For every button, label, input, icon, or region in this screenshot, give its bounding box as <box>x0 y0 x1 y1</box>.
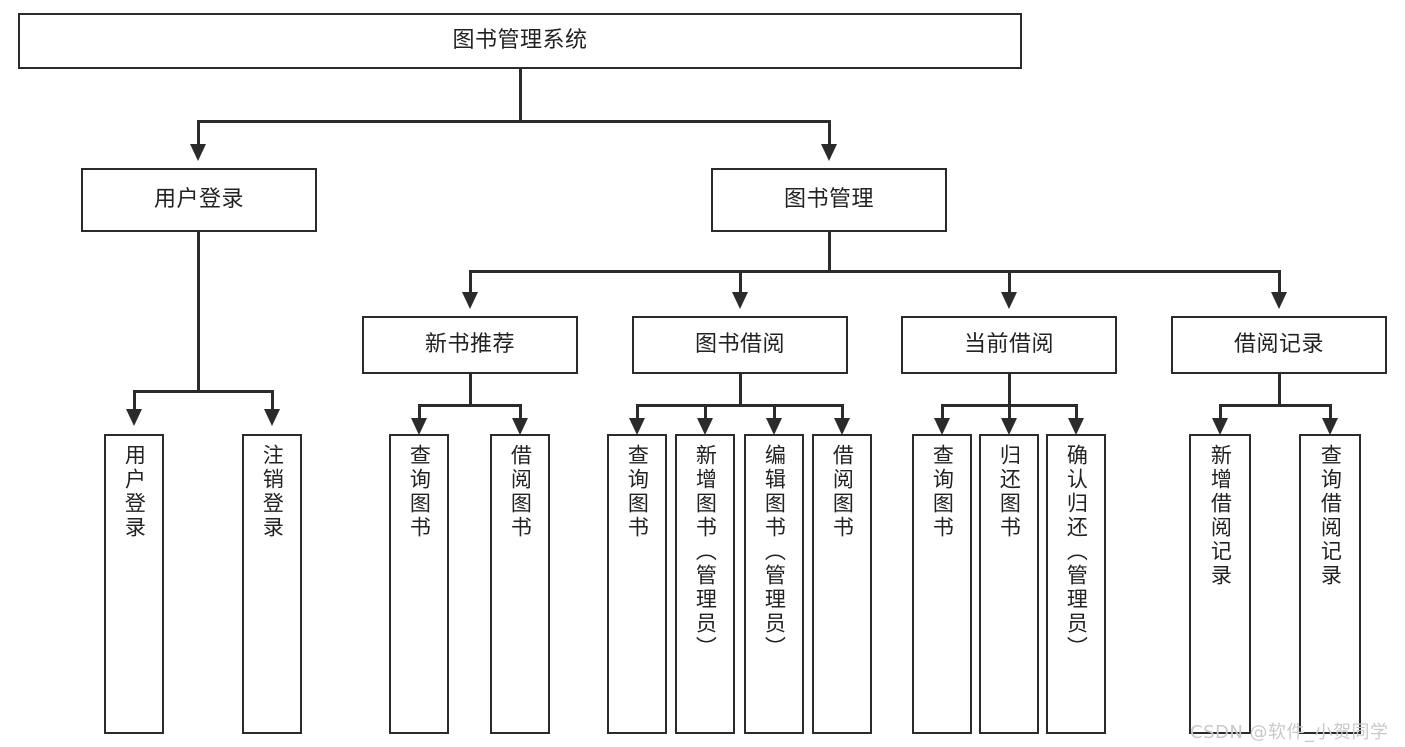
node-label: 归还图书 <box>997 444 1022 540</box>
node-label: 查询图书 <box>407 444 432 540</box>
edge-root-stem <box>519 69 522 121</box>
node-label: 借阅记录 <box>1233 332 1324 358</box>
node-label: 用户登录 <box>153 187 244 213</box>
edge-borrow-record-stem <box>1278 374 1281 406</box>
node-label: 新增图书（管理员） <box>693 444 718 660</box>
leaf-borrow-book-borrow[interactable]: 借阅图书 <box>812 434 872 734</box>
edge-user-login-drop-2 <box>271 390 274 410</box>
leaf-query-book-current[interactable]: 查询图书 <box>912 434 972 734</box>
node-label: 查询借阅记录 <box>1318 444 1343 588</box>
arrowhead-leaf-user-login <box>126 409 142 426</box>
edge-drop-user-login <box>197 120 200 145</box>
arrowhead-leaf-query-book-1 <box>411 418 427 435</box>
node-label: 图书管理系统 <box>452 28 588 54</box>
edge-current-borrow-drop-3 <box>1075 404 1078 420</box>
node-label: 查询图书 <box>625 444 650 540</box>
edge-new-book-drop-2 <box>519 404 522 420</box>
node-user-login[interactable]: 用户登录 <box>81 168 317 232</box>
node-label: 用户登录 <box>122 444 147 540</box>
leaf-user-logout[interactable]: 注销登录 <box>242 434 302 734</box>
edge-level2-bus <box>197 120 831 123</box>
edge-current-borrow-drop-1 <box>941 404 944 420</box>
edge-new-book-stem <box>469 374 472 406</box>
leaf-query-borrow-record[interactable]: 查询借阅记录 <box>1299 434 1361 734</box>
leaf-add-book-admin[interactable]: 新增图书（管理员） <box>675 434 735 734</box>
edge-level3-bus <box>469 270 1281 273</box>
edge-user-login-bus <box>133 390 274 393</box>
arrowhead-user-login <box>190 144 206 161</box>
node-label: 新增借阅记录 <box>1208 444 1233 588</box>
edge-level3-drop-borrow-record <box>1278 270 1281 293</box>
edge-current-borrow-drop-2 <box>1008 404 1011 420</box>
edge-book-borrow-bus <box>636 404 844 407</box>
edge-user-login-stem <box>197 232 200 392</box>
node-label: 当前借阅 <box>963 332 1054 358</box>
node-book-borrow[interactable]: 图书借阅 <box>632 316 848 374</box>
arrowhead-leaf-add-record <box>1212 418 1228 435</box>
node-label: 查询图书 <box>930 444 955 540</box>
leaf-query-book-new-recommend[interactable]: 查询图书 <box>389 434 449 734</box>
edge-level3-drop-new-book <box>469 270 472 293</box>
arrowhead-new-book-recommend <box>462 292 478 309</box>
arrowhead-leaf-query-record <box>1322 418 1338 435</box>
edge-book-borrow-stem <box>739 374 742 406</box>
edge-current-borrow-stem <box>1008 374 1011 406</box>
edge-book-borrow-drop-2 <box>704 404 707 420</box>
arrowhead-leaf-query-book-2 <box>629 418 645 435</box>
edge-borrow-record-bus <box>1219 404 1332 407</box>
arrowhead-leaf-return-book <box>1001 418 1017 435</box>
edge-book-manage-stem <box>828 232 831 272</box>
node-label: 图书管理 <box>783 187 874 213</box>
arrowhead-current-borrow <box>1001 292 1017 309</box>
arrowhead-leaf-query-book-3 <box>934 418 950 435</box>
arrowhead-leaf-edit-book <box>766 418 782 435</box>
leaf-edit-book-admin[interactable]: 编辑图书（管理员） <box>744 434 804 734</box>
leaf-user-login[interactable]: 用户登录 <box>104 434 164 734</box>
edge-book-borrow-drop-1 <box>636 404 639 420</box>
edge-level3-drop-book-borrow <box>739 270 742 293</box>
edge-drop-book-manage <box>828 120 831 145</box>
leaf-add-borrow-record[interactable]: 新增借阅记录 <box>1189 434 1251 734</box>
node-book-manage[interactable]: 图书管理 <box>711 168 947 232</box>
node-label: 新书推荐 <box>424 332 515 358</box>
edge-new-book-bus <box>418 404 522 407</box>
arrowhead-borrow-record <box>1271 292 1287 309</box>
arrowhead-leaf-borrow-book-1 <box>512 418 528 435</box>
edge-book-borrow-drop-3 <box>773 404 776 420</box>
node-new-book-recommend[interactable]: 新书推荐 <box>362 316 578 374</box>
edge-book-borrow-drop-4 <box>841 404 844 420</box>
node-label: 注销登录 <box>260 444 285 540</box>
node-label: 借阅图书 <box>508 444 533 540</box>
node-root-book-management-system[interactable]: 图书管理系统 <box>18 13 1022 69</box>
arrowhead-leaf-confirm-return <box>1068 418 1084 435</box>
arrowhead-leaf-add-book <box>697 418 713 435</box>
leaf-borrow-book-new-recommend[interactable]: 借阅图书 <box>490 434 550 734</box>
edge-new-book-drop-1 <box>418 404 421 420</box>
node-label: 借阅图书 <box>830 444 855 540</box>
leaf-query-book-borrow[interactable]: 查询图书 <box>607 434 667 734</box>
node-current-borrow[interactable]: 当前借阅 <box>901 316 1117 374</box>
arrowhead-leaf-user-logout <box>264 409 280 426</box>
edge-level3-drop-current-borrow <box>1008 270 1011 293</box>
node-borrow-record[interactable]: 借阅记录 <box>1171 316 1387 374</box>
arrowhead-book-borrow <box>732 292 748 309</box>
leaf-confirm-return-admin[interactable]: 确认归还（管理员） <box>1046 434 1106 734</box>
edge-user-login-drop-1 <box>133 390 136 410</box>
leaf-return-book[interactable]: 归还图书 <box>979 434 1039 734</box>
arrowhead-book-manage <box>821 144 837 161</box>
node-label: 确认归还（管理员） <box>1064 444 1089 660</box>
edge-borrow-record-drop-1 <box>1219 404 1222 420</box>
edge-borrow-record-drop-2 <box>1329 404 1332 420</box>
node-label: 图书借阅 <box>694 332 785 358</box>
arrowhead-leaf-borrow-book-2 <box>834 418 850 435</box>
node-label: 编辑图书（管理员） <box>762 444 787 660</box>
